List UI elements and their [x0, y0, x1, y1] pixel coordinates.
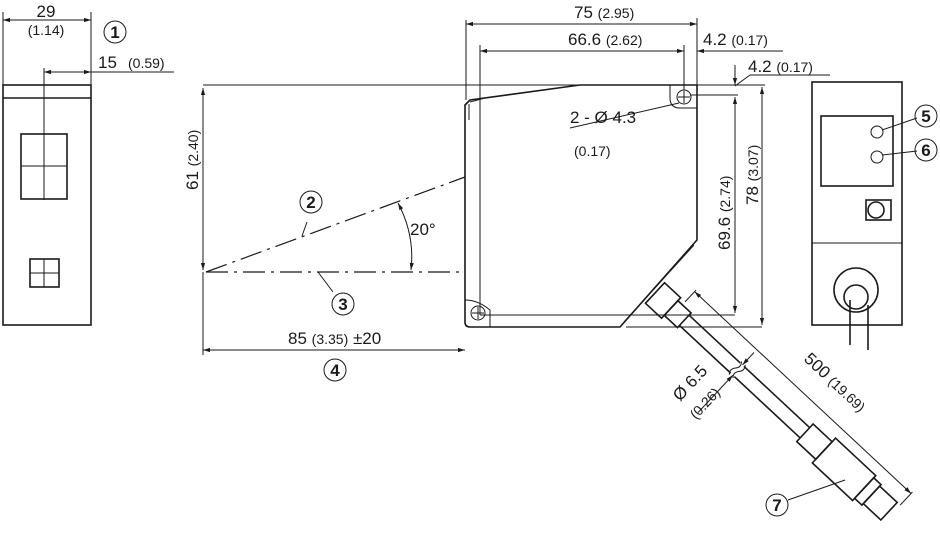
width-mm: 29 — [37, 2, 56, 21]
length-label: 75 (2.95) — [574, 3, 634, 22]
callout-6 — [914, 138, 938, 162]
width-in: (1.14) — [28, 22, 65, 38]
hole-offset-x-label: 4.2 (0.17) — [703, 30, 768, 49]
callout-4-label: 4 — [330, 361, 340, 380]
center-mm: 15 — [98, 53, 117, 72]
beam-height-label: 61 (2.40) — [183, 130, 202, 190]
total-height-label: 78 (3.07) — [743, 145, 762, 205]
callout-3-label: 3 — [338, 295, 347, 314]
distance-label: 85 (3.35) ±20 — [288, 329, 381, 348]
side-view: 2 - Ø 4.3 (0.17) 75 (2.95) 66.6 (2.62) 4… — [464, 3, 830, 328]
callout-1-label: 1 — [110, 23, 119, 42]
center-in: (0.59) — [128, 55, 165, 71]
hole-label-in: (0.17) — [574, 143, 611, 159]
front-view: 29 (1.14) 15 (0.59) 1 — [2, 2, 174, 326]
rear-view: 5 6 — [811, 81, 938, 350]
callout-6-label: 6 — [921, 141, 930, 160]
hole-label: 2 - Ø 4.3 — [570, 108, 636, 127]
hole-vspacing-label: 69.6 (2.74) — [715, 176, 734, 250]
callout-7 — [765, 493, 789, 517]
beam-diagram: 61 (2.40) 20° 2 3 85 (3.35) ±20 4 — [183, 84, 680, 382]
angle-label: 20° — [410, 220, 436, 239]
callout-3 — [331, 292, 355, 316]
cable-length-label: 500 (19.69) — [800, 349, 870, 416]
callout-5 — [914, 104, 938, 128]
callout-2 — [299, 190, 323, 214]
cable — [644, 281, 913, 522]
callout-1 — [103, 20, 127, 44]
callout-5-label: 5 — [921, 107, 930, 126]
callout-7-label: 7 — [772, 496, 781, 515]
hole-offset-y-label: 4.2 (0.17) — [748, 57, 813, 76]
hole-spacing-label: 66.6 (2.62) — [568, 30, 642, 49]
callout-2-label: 2 — [306, 193, 315, 212]
callout-4 — [323, 358, 347, 382]
